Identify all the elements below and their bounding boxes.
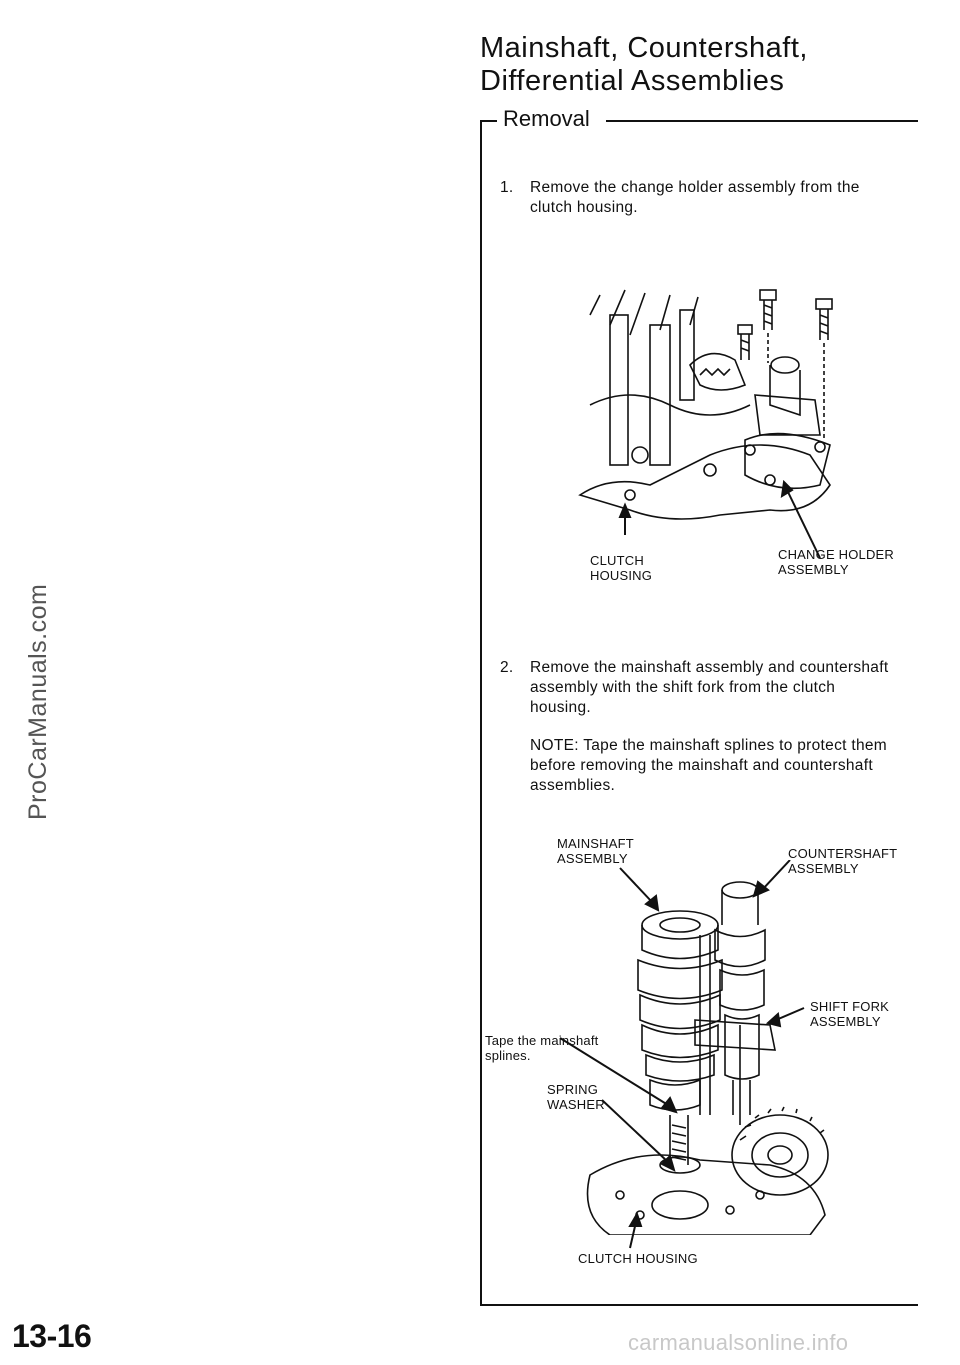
frame-top-left (481, 120, 497, 122)
callout-spring-washer-line-1: SPRING (547, 1082, 599, 1097)
page-title: Mainshaft, Countershaft, Differential As… (480, 32, 808, 98)
step-2-line-3: housing. (530, 699, 592, 716)
step-2-note-line-1: NOTE: Tape the mainshaft splines to prot… (530, 737, 888, 754)
callout-mainshaft-line-2: ASSEMBLY (557, 851, 628, 866)
callout-countershaft: COUNTERSHAFT ASSEMBLY (788, 846, 897, 876)
step-2-line-2: assembly with the shift fork from the cl… (530, 679, 836, 696)
callout-mainshaft: MAINSHAFT ASSEMBLY (557, 836, 634, 866)
callout-spring-washer-line-2: WASHER (547, 1097, 605, 1112)
callout-change-holder-line-1: CHANGE HOLDER (778, 547, 895, 562)
step-1-line-1: Remove the change holder assembly from t… (530, 179, 860, 196)
callout-clutch-housing-line-1: CLUTCH (590, 553, 644, 568)
callout-mainshaft-line-1: MAINSHAFT (557, 836, 634, 851)
step-2-note-line-3: assemblies. (530, 777, 616, 794)
frame-left (480, 120, 482, 1306)
callout-clutch-housing-2: CLUTCH HOUSING (578, 1251, 698, 1266)
title-line-1: Mainshaft, Countershaft, (480, 32, 808, 64)
step-1-number: 1. (500, 179, 514, 196)
step-2-line-1: Remove the mainshaft assembly and counte… (530, 659, 889, 676)
title-line-2: Differential Assemblies (480, 65, 785, 97)
callout-clutch-housing-line-2: HOUSING (590, 568, 653, 583)
figure-2-arrows (559, 860, 805, 1249)
watermark-text: ProCarManuals.com (24, 583, 52, 820)
callout-tape-line-1: Tape the mainshaft (485, 1033, 599, 1048)
step-1-line-2: clutch housing. (530, 199, 638, 216)
page-number: 13-16 (12, 1318, 92, 1354)
callout-tape-splines: Tape the mainshaft splines. (485, 1033, 598, 1063)
step-2-note-line-2: before removing the mainshaft and counte… (530, 757, 873, 774)
step-1: 1. Remove the change holder assembly from… (500, 178, 898, 218)
frame-top-right (606, 120, 918, 122)
callout-clutch-housing: CLUTCH HOUSING (590, 553, 652, 583)
step-2-number: 2. (500, 659, 514, 676)
callout-countershaft-line-2: ASSEMBLY (788, 861, 859, 876)
callout-shift-fork-line-2: ASSEMBLY (810, 1014, 881, 1029)
section-title: Removal (503, 106, 590, 131)
footer-site-link[interactable]: carmanualsonline.info (628, 1330, 849, 1355)
change-holder-arrow (780, 480, 821, 559)
callout-shift-fork-line-1: SHIFT FORK (810, 999, 890, 1014)
step-2: 2. Remove the mainshaft assembly and coun… (500, 658, 898, 796)
frame-bottom (480, 1304, 918, 1306)
callout-tape-line-2: splines. (485, 1048, 531, 1063)
change-holder-illustration (578, 289, 833, 535)
callout-spring-washer: SPRING WASHER (547, 1082, 605, 1112)
callout-change-holder: CHANGE HOLDER ASSEMBLY (778, 547, 894, 577)
callout-change-holder-line-2: ASSEMBLY (778, 562, 849, 577)
callout-countershaft-line-1: COUNTERSHAFT (788, 846, 898, 861)
callout-shift-fork: SHIFT FORK ASSEMBLY (810, 999, 889, 1029)
